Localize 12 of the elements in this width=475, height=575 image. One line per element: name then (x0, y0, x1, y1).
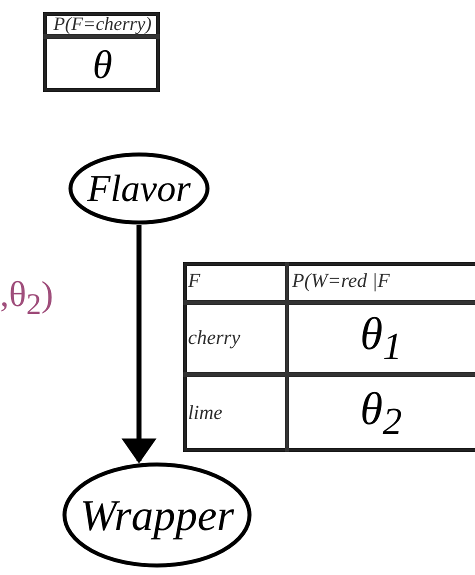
variable-ellipse: Flavor (68, 152, 210, 225)
table-header: P(W=red |F (292, 270, 390, 293)
table-value: θ (92, 40, 112, 88)
table-header: F (188, 270, 200, 293)
table-value: θ$_{1}$ (360, 306, 402, 370)
table-cell: cherry (188, 326, 240, 350)
table-header: P(F=cherry) (53, 14, 152, 36)
table-value: θ$_{2}$ (360, 382, 402, 444)
variable-ellipse: Wrapper (62, 462, 252, 568)
table-cell: lime (188, 402, 222, 424)
arrow (122, 225, 156, 464)
formula-text: ,θ$_{2}$) (0, 273, 54, 323)
